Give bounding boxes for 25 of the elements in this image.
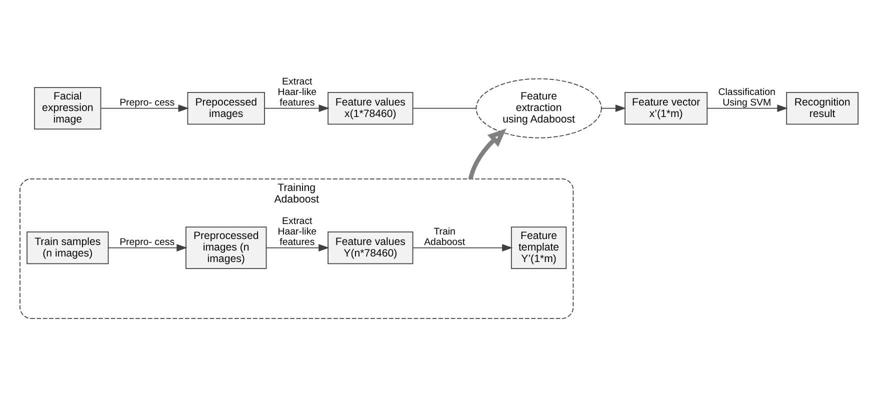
arrow: [600, 104, 626, 112]
edge-label: Extract Haar-like features: [278, 76, 317, 108]
arrow: [468, 128, 506, 179]
arrow: [108, 244, 188, 251]
node-box: Train samples (n images): [26, 230, 109, 264]
node-box: Feature template Y’(1*m): [510, 226, 567, 268]
node-box: Feature values x(1*78460): [328, 91, 414, 124]
arrow: [264, 104, 330, 112]
arrow: [412, 244, 513, 251]
arrow: [100, 104, 189, 112]
node-box: Feature values Y(n*78460): [328, 230, 414, 264]
connector: [412, 107, 477, 108]
arrow: [266, 244, 330, 251]
node-box: Facial expression image: [34, 86, 102, 129]
node-box: Recognition result: [786, 91, 859, 124]
edge-label: Prepro- cess: [120, 236, 175, 248]
edge-label: Extract Haar-like features: [278, 215, 317, 248]
node-ellipse: Feature extraction using Adaboost: [476, 78, 602, 138]
edge-label: Classification Using SVM: [718, 86, 776, 108]
edge-label: Train Adaboost: [424, 226, 466, 248]
arrow: [706, 104, 788, 112]
node-box: Prepocessed images: [187, 91, 265, 124]
node-box: Preprocessed images (n images): [186, 226, 267, 268]
edge-label: Prepro- cess: [120, 96, 175, 108]
node-box: Feature vector x’(1*m): [624, 91, 708, 124]
